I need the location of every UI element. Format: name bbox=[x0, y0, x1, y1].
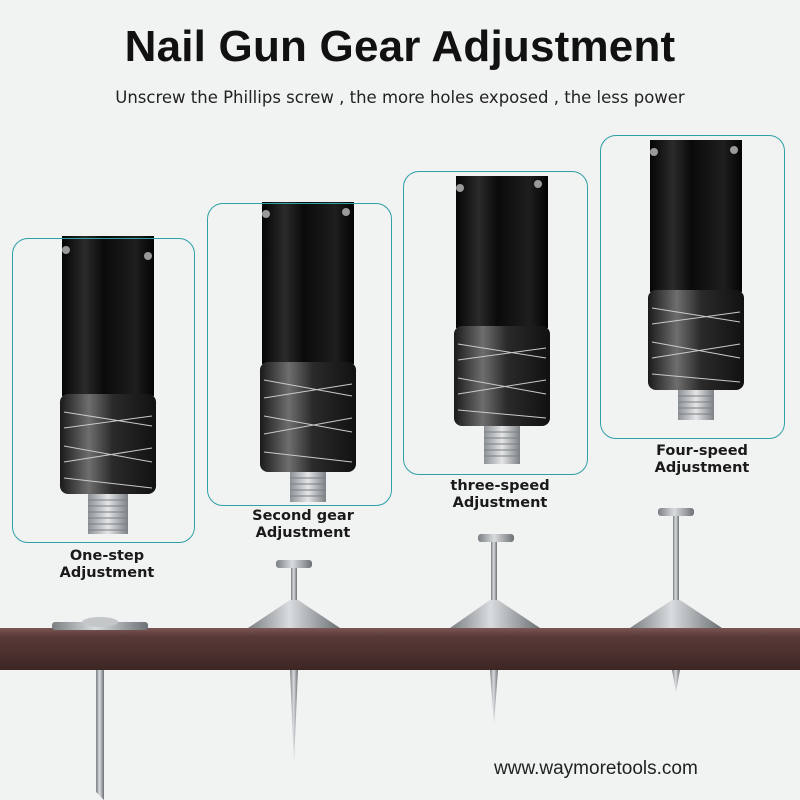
label-one-step-line2: Adjustment bbox=[59, 565, 155, 581]
wood-board bbox=[0, 628, 800, 670]
nail-one-step bbox=[52, 617, 148, 800]
label-four-speed-line2: Adjustment bbox=[654, 460, 750, 476]
card-one-step bbox=[12, 238, 195, 543]
card-three-speed bbox=[403, 171, 588, 475]
card-four-speed bbox=[600, 135, 785, 439]
page-subtitle: Unscrew the Phillips screw , the more ho… bbox=[115, 88, 685, 107]
label-four-speed: Four-speed Adjustment bbox=[622, 443, 782, 477]
nail-three-speed bbox=[450, 534, 540, 724]
label-three-speed-line2: Adjustment bbox=[452, 495, 548, 511]
label-second-gear-line1: Second gear bbox=[252, 508, 354, 524]
label-three-speed: three-speed Adjustment bbox=[420, 478, 580, 512]
website-link[interactable]: www.waymoretools.com bbox=[494, 758, 698, 779]
label-second-gear-line2: Adjustment bbox=[255, 525, 351, 541]
label-one-step-line1: One-step bbox=[69, 548, 145, 564]
label-second-gear: Second gear Adjustment bbox=[223, 508, 383, 542]
nail-second-gear bbox=[248, 560, 340, 762]
tool-four-speed bbox=[648, 140, 744, 420]
tool-three-speed bbox=[454, 176, 550, 464]
label-one-step: One-step Adjustment bbox=[27, 548, 187, 582]
tool-second-gear bbox=[260, 202, 356, 502]
page-title: Nail Gun Gear Adjustment bbox=[124, 22, 676, 71]
label-four-speed-line1: Four-speed bbox=[656, 443, 748, 459]
nail-four-speed bbox=[630, 508, 722, 692]
card-second-gear bbox=[207, 203, 392, 506]
tool-one-step bbox=[60, 236, 156, 534]
label-three-speed-line1: three-speed bbox=[450, 478, 550, 494]
